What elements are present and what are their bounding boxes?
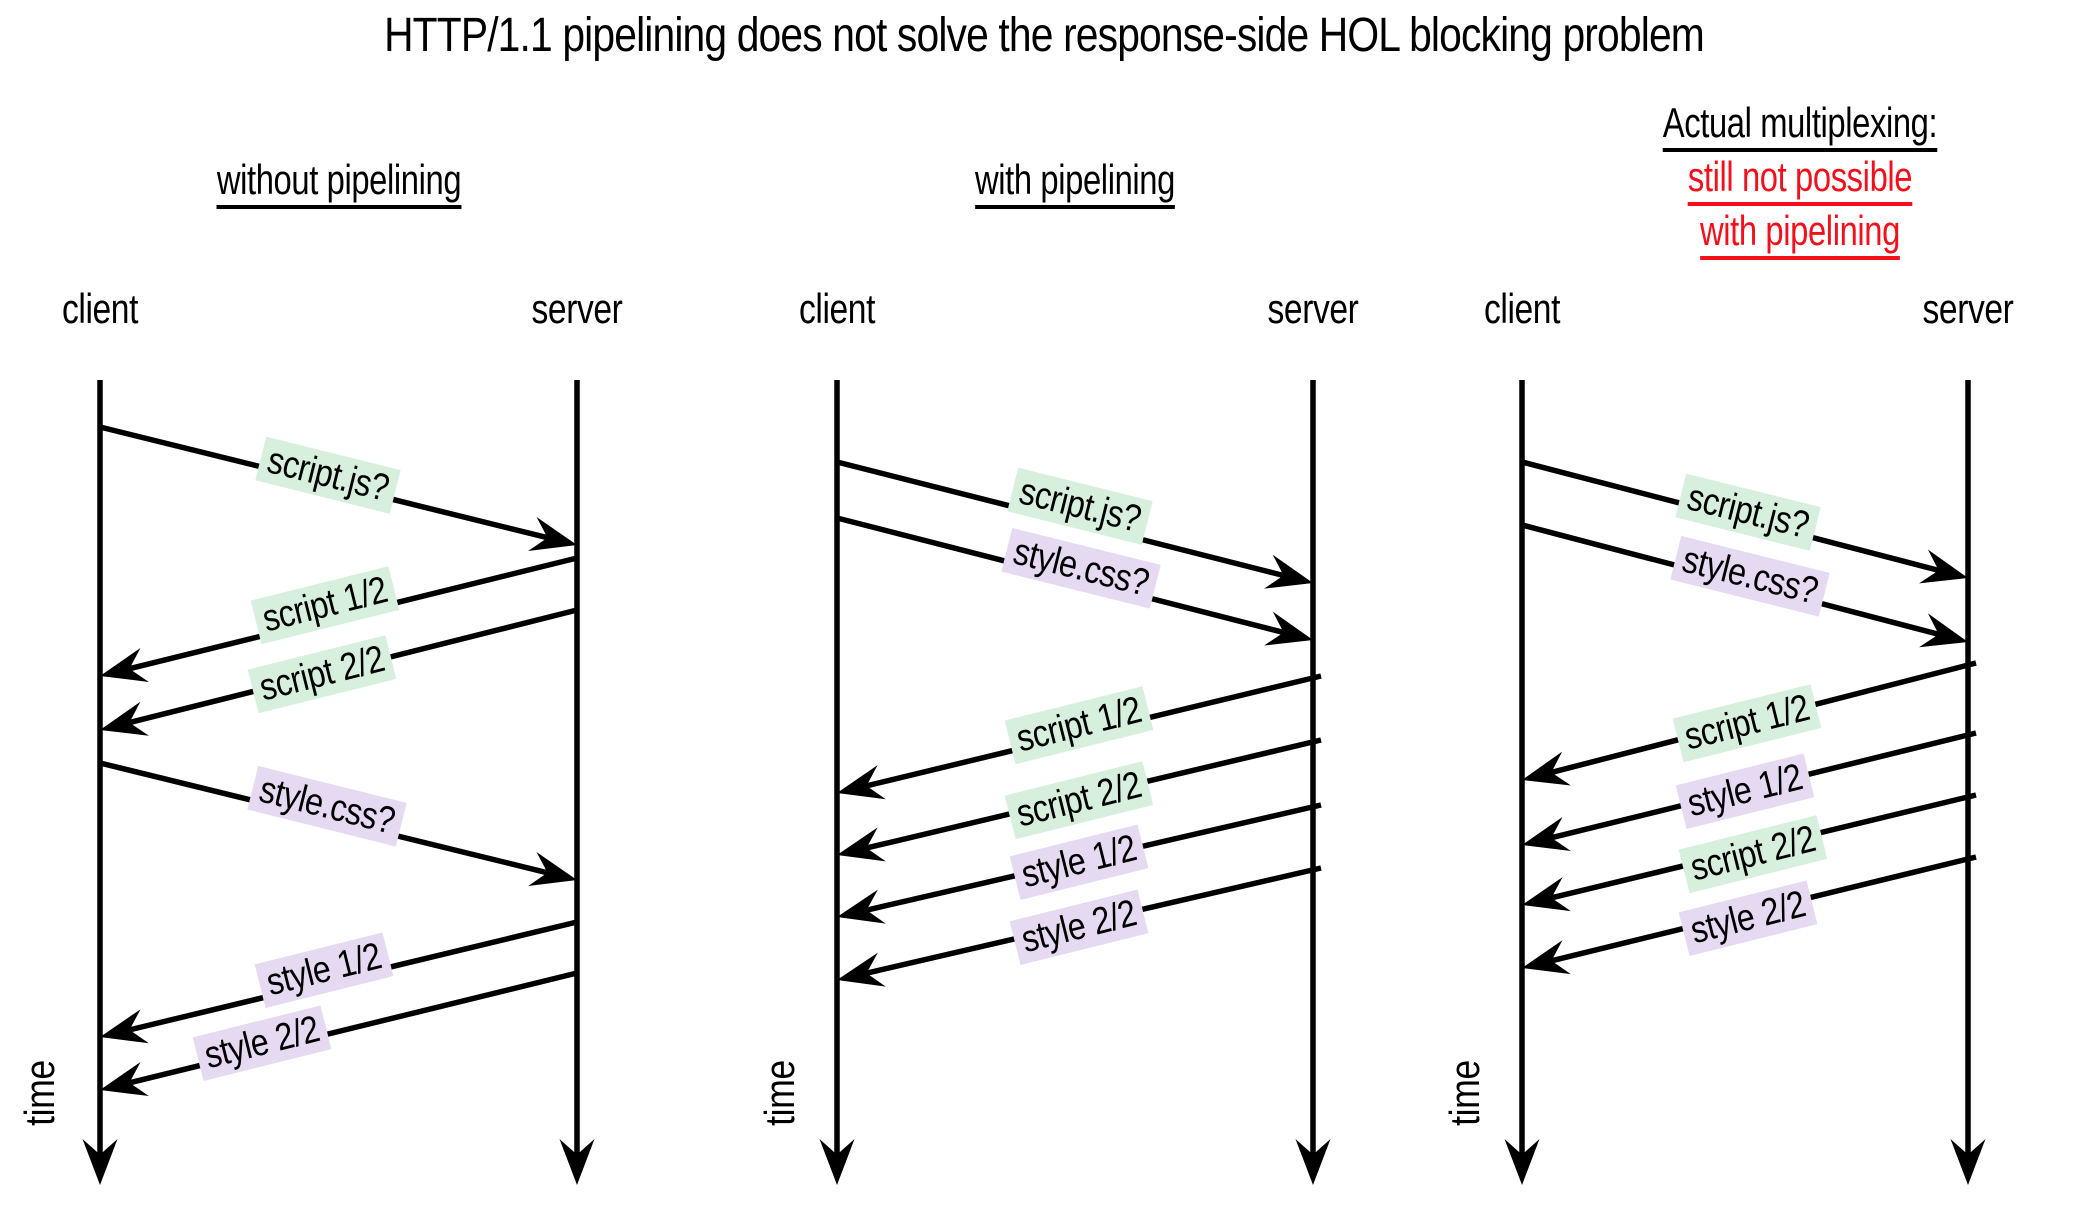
- heading-line: without pipelining: [89, 156, 588, 210]
- server-lifeline-arrowhead: [1295, 1139, 1331, 1185]
- client-lifeline-arrowhead: [82, 1139, 118, 1185]
- message-arrow-arrowhead: [528, 852, 577, 887]
- client-label: client: [798, 285, 876, 332]
- client-label: client: [61, 285, 139, 332]
- time-axis-label: time: [1441, 1060, 1488, 1126]
- heading-text: without pipelining: [216, 156, 462, 209]
- message-arrow-arrowhead: [1522, 940, 1571, 975]
- heading-line: with pipelining: [825, 156, 1324, 210]
- heading-text-alert: with pipelining: [1700, 207, 1900, 260]
- server-label: server: [1922, 285, 2014, 332]
- heading-line-alert: with pipelining: [1550, 207, 2049, 261]
- column-heading-without-pipelining: without pipelining: [89, 156, 588, 210]
- message-arrow-arrowhead: [100, 1009, 149, 1044]
- message-arrow-arrowhead: [100, 1062, 149, 1097]
- page-title: HTTP/1.1 pipelining does not solve the r…: [384, 9, 1705, 62]
- client-lifeline-arrowhead: [1504, 1139, 1540, 1185]
- server-label: server: [1267, 285, 1359, 332]
- message-arrow: [128, 970, 578, 1086]
- server-label: server: [531, 285, 623, 332]
- message-arrow-arrowhead: [1522, 751, 1571, 786]
- heading-text: Actual multiplexing:: [1662, 99, 1938, 152]
- heading-line-alert: still not possible: [1550, 153, 2049, 207]
- message-arrow-arrowhead: [837, 889, 886, 924]
- message-arrow-arrowhead: [837, 827, 886, 862]
- heading-text-alert: still not possible: [1687, 153, 1913, 206]
- message-arrow-arrowhead: [837, 952, 886, 987]
- client-lifeline-arrowhead: [819, 1139, 855, 1185]
- server-lifeline-arrowhead: [1950, 1139, 1986, 1185]
- message-arrow-arrowhead: [100, 701, 149, 736]
- message-arrow-arrowhead: [528, 516, 577, 551]
- server-lifeline-arrowhead: [559, 1139, 595, 1185]
- column-heading-with-pipelining: with pipelining: [825, 156, 1324, 210]
- client-label: client: [1483, 285, 1561, 332]
- column-heading-actual-multiplexing: Actual multiplexing: still not possible …: [1550, 99, 2049, 261]
- message-arrow-arrowhead: [100, 647, 149, 682]
- message-arrow-arrowhead: [1919, 549, 1968, 584]
- heading-text: with pipelining: [975, 156, 1175, 209]
- time-axis-label: time: [16, 1060, 63, 1126]
- message-arrow-arrowhead: [1522, 877, 1571, 912]
- time-axis-label: time: [756, 1060, 803, 1126]
- message-arrow-arrowhead: [1919, 613, 1968, 648]
- message-arrow-arrowhead: [1264, 554, 1313, 589]
- message-arrow-arrowhead: [1522, 816, 1571, 851]
- message-arrow-arrowhead: [1264, 611, 1313, 646]
- heading-line: Actual multiplexing:: [1550, 99, 2049, 153]
- message-arrow-arrowhead: [837, 765, 886, 800]
